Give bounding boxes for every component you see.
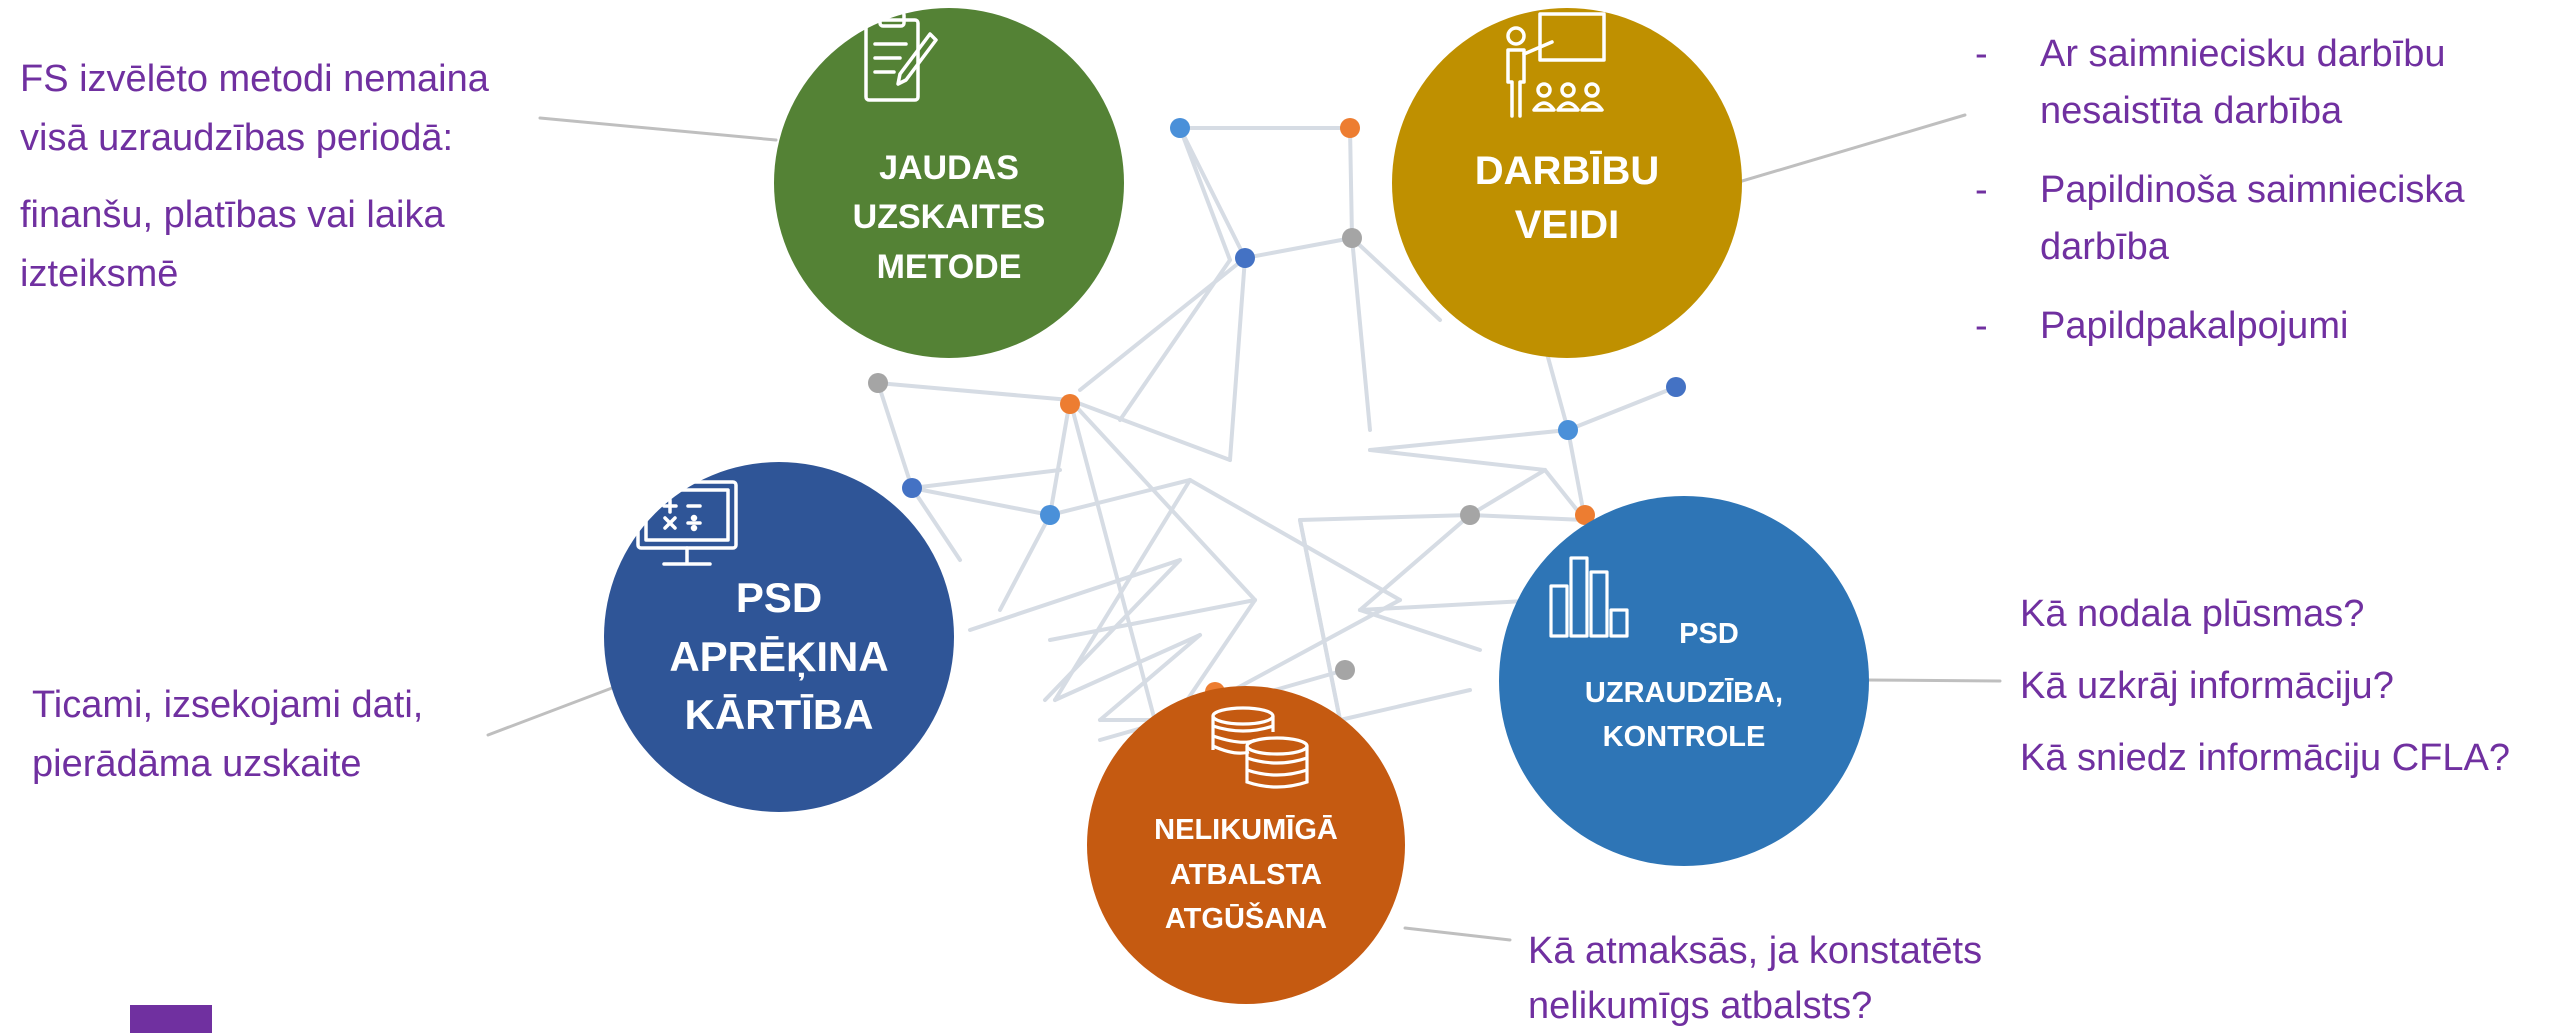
coin-stack-icon — [1211, 706, 1309, 789]
network-line — [910, 486, 962, 562]
nelikumiga-note-line1: Kā atmaksās, ja konstatēts — [1528, 930, 1983, 972]
jaudas-note: FS izvēlēto metodi nemaina visā uzraudzī… — [20, 50, 489, 304]
question-3: Kā sniedz informāciju CFLA? — [2020, 737, 2510, 780]
teacher-presentation-icon — [1506, 12, 1606, 118]
accent-bar — [130, 1005, 212, 1033]
connector-line — [1730, 113, 1967, 186]
psd-aprekina-kartiba-label: PSD APRĒĶINA KĀRTĪBA — [669, 573, 889, 739]
psd-uzraudziba-questions: Kā nodala plūsmas? Kā uzkrāj informāciju… — [2020, 578, 2510, 795]
network-line — [1566, 428, 1587, 522]
network-line — [1468, 513, 1587, 522]
network-line — [1368, 448, 1547, 472]
network-line — [1350, 236, 1442, 322]
network-line — [1068, 398, 1257, 602]
network-line — [998, 513, 1052, 612]
connector-line — [1403, 926, 1512, 942]
network-node — [868, 373, 888, 393]
network-node — [1666, 377, 1686, 397]
network-line — [1053, 478, 1192, 702]
uzraudziba-kontrole-label: UZRAUDZĪBA, KONTROLE — [1584, 676, 1784, 754]
psd-label: PSD — [1679, 617, 1739, 650]
network-line — [1178, 126, 1247, 260]
network-line — [1048, 398, 1072, 517]
network-line — [1358, 608, 1482, 652]
psd-aprekina-note-line2: pierādāma uzskaite — [32, 742, 362, 785]
network-line — [1468, 468, 1547, 517]
clipboard-pencil-icon — [864, 10, 938, 102]
bar-chart-icon — [1549, 556, 1629, 638]
network-node — [1575, 505, 1595, 525]
network-line — [1368, 428, 1570, 452]
darbibu-bullet: -Papildinoša saimnieciska darbība — [1975, 169, 2465, 268]
network-line — [1053, 633, 1202, 702]
network-line — [1566, 385, 1678, 432]
jaudas-note-line3: finanšu, platības vai laika — [20, 193, 445, 236]
connector-line — [486, 686, 614, 737]
jaudas-note-line2: visā uzraudzības periodā: — [20, 116, 454, 159]
connector-line — [1864, 678, 2002, 683]
network-line — [1338, 688, 1472, 722]
network-line — [910, 486, 1052, 517]
network-line — [1188, 478, 1402, 602]
network-node — [1235, 248, 1255, 268]
network-line — [1043, 558, 1182, 702]
network-line — [968, 558, 1182, 632]
jaudas-note-line4: izteiksmē — [20, 252, 179, 295]
network-line — [1228, 256, 1247, 462]
network-node — [1558, 420, 1578, 440]
network-line — [1178, 126, 1232, 262]
darbibu-veidi-circle: DARBĪBU VEIDI — [1392, 8, 1742, 358]
calculator-monitor-icon — [636, 480, 738, 566]
network-line — [1213, 598, 1402, 702]
network-node — [1040, 505, 1060, 525]
network-node — [1170, 118, 1190, 138]
connector-line — [538, 116, 778, 142]
network-line — [876, 381, 1072, 402]
network-line — [1098, 633, 1202, 722]
network-line — [1298, 513, 1472, 522]
nelikumiga-atbalsta-atgusana-circle: NELIKUMĪGĀ ATBALSTA ATGŪŠANA — [1087, 686, 1405, 1004]
darbibu-bullet-list: -Ar saimniecisku darbību nesaistīta darb… — [1975, 26, 2555, 377]
jaudas-uzskaites-metode-circle: JAUDAS UZSKAITES METODE — [774, 8, 1124, 358]
network-line — [1350, 236, 1372, 432]
network-node — [1340, 118, 1360, 138]
darbibu-bullet: -Papildpakalpojumi — [1975, 305, 2349, 347]
network-node — [1342, 228, 1362, 248]
question-2: Kā uzkrāj informāciju? — [2020, 665, 2394, 708]
network-line — [910, 468, 1062, 490]
network-line — [1348, 126, 1354, 240]
psd-aprekina-note: Ticami, izsekojami dati, pierādāma uzska… — [32, 676, 423, 794]
network-line — [1298, 518, 1342, 722]
network-line — [876, 381, 914, 490]
darbibu-bullet: -Ar saimniecisku darbību nesaistīta darb… — [1975, 33, 2446, 132]
network-node — [1335, 660, 1355, 680]
network-line — [1358, 513, 1472, 612]
jaudas-uzskaites-metode-label: JAUDAS UZSKAITES METODE — [852, 149, 1046, 286]
nelikumiga-note: Kā atmaksās, ja konstatēts nelikumīgs at… — [1528, 924, 1982, 1034]
network-node — [902, 478, 922, 498]
nelikumiga-atbalsta-atgusana-label: NELIKUMĪGĀ ATBALSTA ATGŪŠANA — [1154, 813, 1338, 936]
psd-aprekina-note-line1: Ticami, izsekojami dati, — [32, 684, 424, 726]
network-line — [1243, 236, 1354, 260]
network-line — [1118, 258, 1232, 422]
nelikumiga-note-line2: nelikumīgs atbalsts? — [1528, 985, 1873, 1028]
question-1: Kā nodala plūsmas? — [2020, 593, 2365, 635]
network-line — [1068, 398, 1232, 462]
psd-aprekina-kartiba-circle: PSD APRĒĶINA KĀRTĪBA — [604, 462, 954, 812]
network-line — [1048, 598, 1257, 642]
network-line — [1048, 478, 1192, 517]
psd-uzraudziba-kontrole-circle: PSD UZRAUDZĪBA, KONTROLE — [1499, 496, 1869, 866]
jaudas-note-line1: FS izvēlēto metodi nemaina — [20, 58, 489, 100]
network-line — [1078, 256, 1247, 392]
network-node — [1460, 505, 1480, 525]
network-node — [1060, 394, 1080, 414]
darbibu-veidi-label: DARBĪBU VEIDI — [1474, 149, 1660, 247]
